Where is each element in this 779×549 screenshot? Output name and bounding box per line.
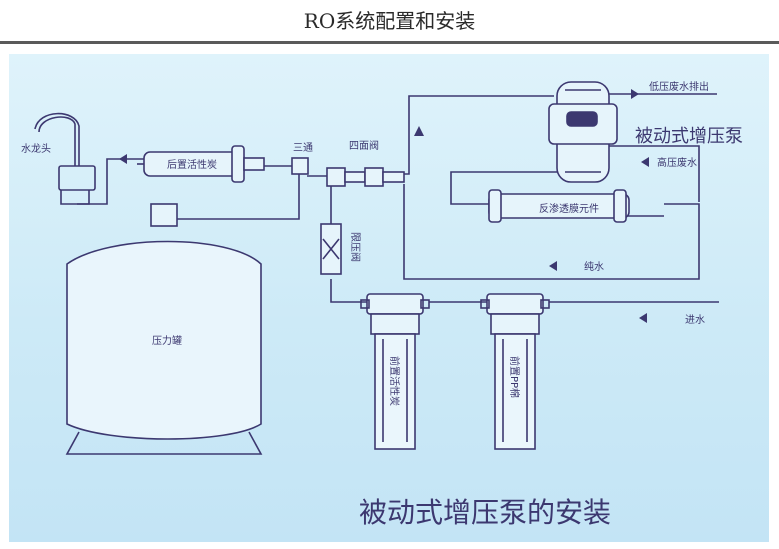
limit-valve-icon bbox=[320, 223, 342, 275]
faucet-icon bbox=[34, 112, 96, 205]
arrow-left-icon bbox=[119, 154, 127, 164]
drain-outlet-label: 低压废水排出 bbox=[649, 80, 709, 93]
membrane-label: 反渗透膜元件 bbox=[539, 202, 599, 215]
flow-arrows bbox=[119, 89, 649, 323]
four-way-valve-icon bbox=[326, 167, 405, 187]
tee-label: 三通 bbox=[293, 142, 313, 154]
pre-carbon-filter-icon bbox=[360, 293, 430, 450]
faucet-label: 水龙头 bbox=[21, 142, 51, 155]
booster-pump-label: 被动式增压泵 bbox=[635, 126, 743, 147]
pre-pp-filter-icon bbox=[480, 293, 550, 450]
title-divider bbox=[0, 41, 779, 44]
arrow-left-icon bbox=[639, 313, 647, 323]
pressure-tank-label: 压力罐 bbox=[152, 334, 182, 347]
arrow-right-icon bbox=[631, 89, 639, 99]
arrow-left-icon bbox=[549, 261, 557, 271]
membrane-housing-icon bbox=[488, 189, 630, 223]
arrow-up-icon bbox=[414, 126, 424, 136]
tee-fitting-icon bbox=[291, 157, 309, 175]
post-carbon-filter-icon bbox=[137, 145, 265, 183]
ro-installation-diagram: 水龙头 后置活性炭 三通 四面阀 低压废水排出 被动式增压泵 高压废水 反渗透膜… bbox=[21, 80, 743, 529]
diagram-caption: 被动式增压泵的安装 bbox=[359, 496, 611, 529]
limit-valve-label: 限压阀 bbox=[349, 232, 362, 262]
four-way-valve-label: 四面阀 bbox=[349, 139, 379, 152]
pressure-tank-icon bbox=[65, 203, 263, 455]
high-pressure-waste-label: 高压废水 bbox=[657, 156, 697, 169]
pre-carbon-label: 前置活性炭 bbox=[388, 356, 401, 406]
page-title: RO系统配置和安装 bbox=[303, 9, 476, 33]
pure-water-label: 纯水 bbox=[584, 260, 604, 273]
booster-pump-icon bbox=[548, 81, 618, 183]
inlet-label: 进水 bbox=[685, 314, 705, 326]
arrow-left-icon bbox=[641, 157, 649, 167]
post-carbon-label: 后置活性炭 bbox=[167, 158, 217, 171]
pre-pp-label: 前置PP棉 bbox=[508, 356, 521, 398]
